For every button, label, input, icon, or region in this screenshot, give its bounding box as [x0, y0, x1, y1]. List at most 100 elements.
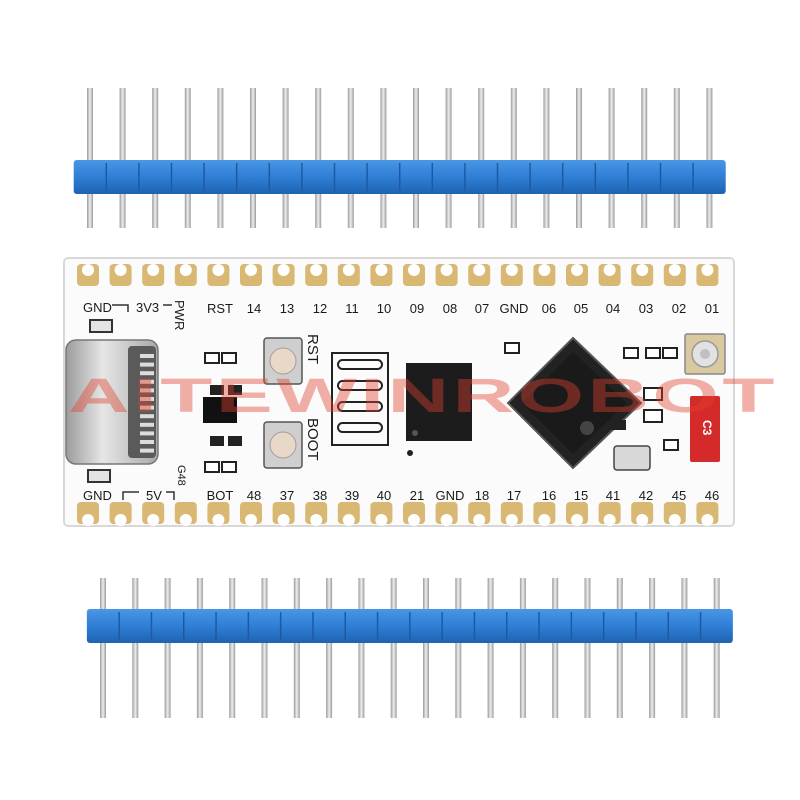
pad-hole — [310, 264, 323, 276]
header-pin — [184, 88, 191, 228]
pad-hole — [440, 514, 453, 526]
antenna-connector — [684, 333, 726, 462]
header-pin — [293, 578, 300, 718]
usb-contact — [140, 448, 154, 453]
pad-hole — [603, 264, 616, 276]
pad-hole — [571, 264, 583, 276]
usb-contact — [140, 371, 154, 376]
label-rst-button: RST — [304, 334, 321, 364]
label-3v3: 3V3 — [136, 300, 159, 315]
pin-label: 41 — [606, 488, 620, 503]
pad-hole — [473, 514, 486, 526]
pin-label: RST — [207, 301, 233, 316]
header-pin — [196, 578, 203, 718]
header-pin — [390, 578, 397, 718]
pin-label: 39 — [345, 488, 359, 503]
pin-label: 14 — [247, 301, 261, 316]
header-pin — [326, 578, 333, 718]
flash-pad — [337, 401, 383, 412]
pin-label: GND — [500, 301, 529, 316]
pad-hole — [701, 514, 714, 526]
header-pin — [261, 578, 268, 718]
pad-hole — [538, 264, 551, 276]
pin-label: 16 — [542, 488, 556, 503]
usb-contact — [140, 431, 154, 436]
pin-label: 04 — [606, 301, 620, 316]
pad-hole — [701, 264, 714, 276]
rst-button — [263, 337, 303, 385]
pad-hole — [82, 514, 94, 526]
usb-contact — [140, 354, 154, 358]
pad-hole — [571, 514, 583, 526]
pin-label: 05 — [574, 301, 588, 316]
pad-hole — [342, 514, 355, 526]
pin-label: 15 — [574, 488, 588, 503]
watermark-text: AITEWINROBOT — [68, 370, 778, 423]
pad-hole — [375, 514, 388, 526]
pin-label: 01 — [705, 301, 719, 316]
pad-hole — [505, 514, 518, 526]
label-g48: G48 — [175, 465, 187, 486]
header-pin — [673, 88, 680, 228]
flash-pad — [337, 359, 383, 370]
header-pin — [713, 578, 720, 718]
pad-hole — [245, 264, 257, 276]
pad-hole — [147, 514, 160, 526]
top-castellated-pads — [77, 264, 719, 286]
pin-label: 03 — [639, 301, 653, 316]
pin-label: 46 — [705, 488, 719, 503]
header-pin — [706, 88, 713, 228]
header-pin — [347, 88, 354, 228]
usb-contact — [140, 388, 154, 393]
pin-label: 11 — [345, 301, 359, 316]
usb-contact — [140, 362, 154, 367]
header-pin — [315, 88, 322, 228]
usb-contact — [140, 405, 154, 410]
header-pin — [510, 88, 517, 228]
trace-mark — [166, 491, 175, 500]
usb-c-connector — [65, 339, 159, 465]
pin-label: 45 — [672, 488, 686, 503]
pin-label: 18 — [475, 488, 489, 503]
pad-hole — [277, 514, 290, 526]
header-pin — [445, 88, 452, 228]
pad-hole — [82, 264, 94, 276]
pin-label: BOT — [207, 488, 234, 503]
pin-label: 07 — [475, 301, 489, 316]
flash-pad — [337, 422, 383, 433]
usb-contact — [140, 414, 154, 419]
passive-components — [87, 319, 242, 483]
trace-mark — [122, 491, 139, 500]
pad-hole — [212, 264, 225, 276]
header-pin — [119, 88, 126, 228]
pad-hole — [408, 514, 420, 526]
header-pin — [681, 578, 688, 718]
pin-label: 09 — [410, 301, 424, 316]
pad-hole — [668, 264, 681, 276]
header-pin — [608, 88, 615, 228]
pad-hole — [408, 264, 420, 276]
passive-components-right — [504, 342, 679, 471]
label-5v: 5V — [146, 488, 162, 503]
header-pin — [100, 578, 106, 718]
header-pin — [132, 578, 139, 718]
mcu-chip — [506, 336, 643, 470]
flash-pad — [337, 380, 383, 391]
pad-hole — [668, 514, 681, 526]
pad-hole — [212, 514, 225, 526]
pad-hole — [473, 264, 486, 276]
header-pin — [380, 88, 387, 228]
pad-hole — [277, 264, 290, 276]
header-pin — [616, 578, 623, 718]
header-pin — [217, 88, 224, 228]
header-pin — [282, 88, 289, 228]
usb-contact — [140, 422, 154, 427]
pin-label: 48 — [247, 488, 261, 503]
pin-label: 38 — [313, 488, 327, 503]
header-pin — [649, 578, 656, 718]
header-pin — [358, 578, 365, 718]
pin-label: 37 — [280, 488, 294, 503]
